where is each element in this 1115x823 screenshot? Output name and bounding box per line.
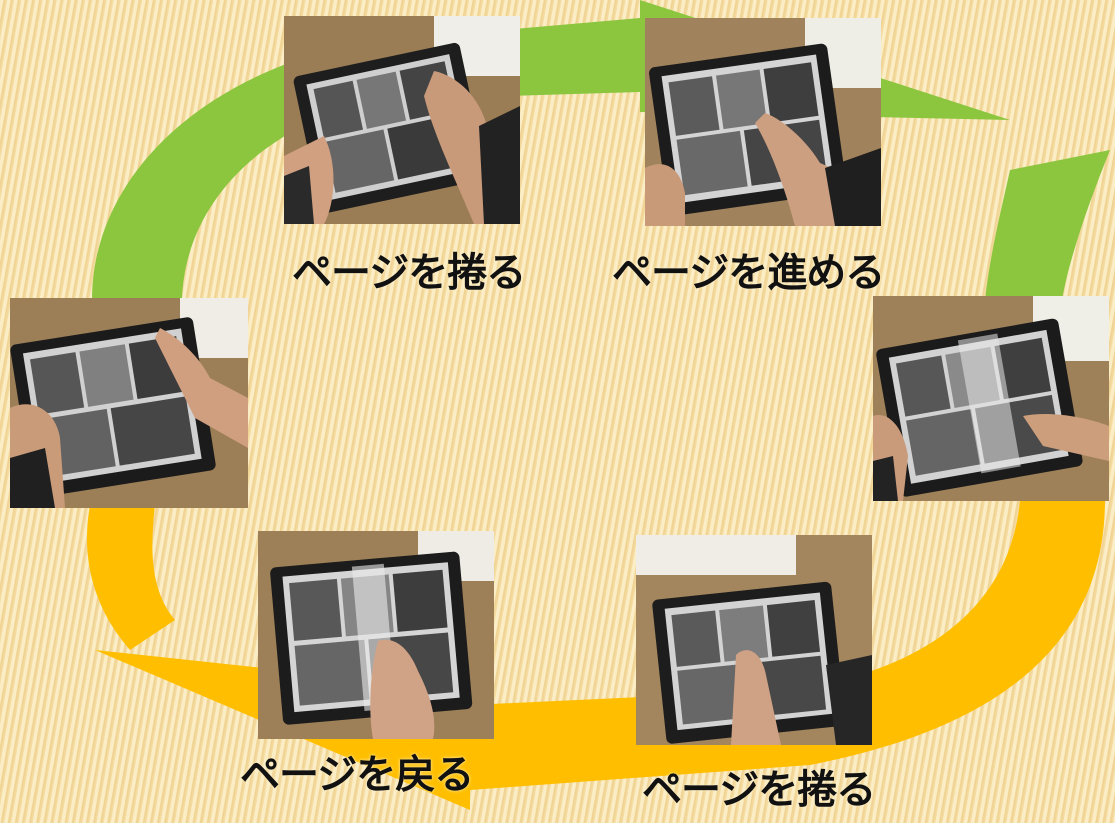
photo-left (10, 298, 248, 508)
photo-advance-page (645, 18, 881, 226)
green-arrow-tail (985, 150, 1110, 300)
photo-right (873, 296, 1109, 501)
caption-advance-page: ページを進める (612, 250, 885, 296)
orange-arrow-head-left (86, 505, 175, 650)
photo-turn-page-top (284, 16, 520, 224)
photo-turn-page-bottom (636, 535, 872, 745)
photo-go-back-page (258, 531, 494, 739)
caption-turn-page-bottom: ページを捲る (642, 767, 876, 813)
caption-turn-page-top: ページを捲る (292, 250, 526, 296)
caption-go-back-page: ページを戻る (240, 752, 474, 798)
